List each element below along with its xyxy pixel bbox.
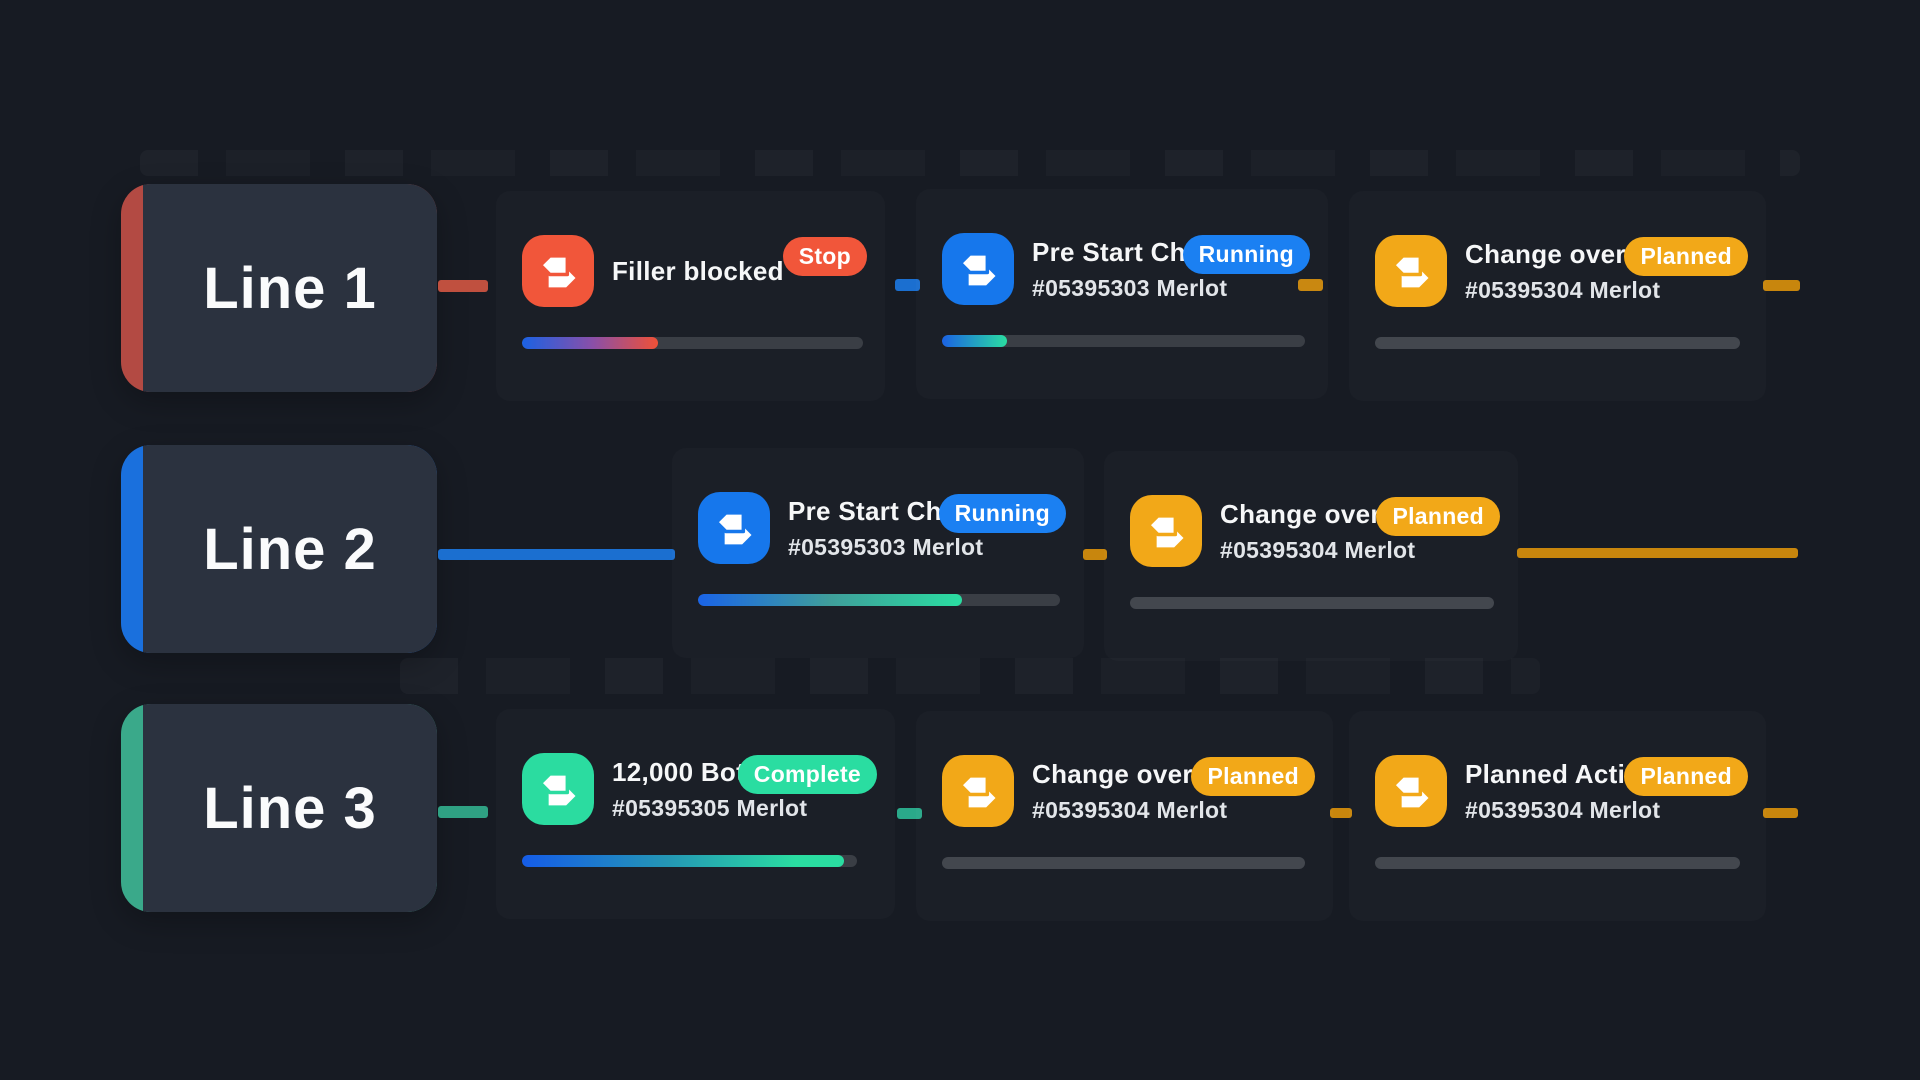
task-header: Pre Start Check #05395303 Merlot Running	[698, 492, 1066, 564]
task-header: Pre Start Check #05395303 Merlot Running	[942, 233, 1310, 305]
tags-icon	[942, 755, 1014, 827]
task-subtitle: #05395305 Merlot	[612, 794, 808, 821]
task-header: Change over #05395304 Merlot Planned	[1375, 235, 1748, 307]
status-badge: Stop	[782, 237, 867, 276]
task-subtitle: #05395303 Merlot	[788, 533, 984, 560]
tags-icon	[522, 753, 594, 825]
status-badge: Planned	[1624, 237, 1748, 276]
progress-bar	[698, 594, 1060, 606]
task-text: Change over #05395304 Merlot	[1032, 755, 1227, 827]
progress-bar	[1375, 337, 1740, 349]
task-title: Filler blocked	[612, 255, 784, 286]
connector-dash	[438, 806, 488, 818]
line-2-card[interactable]: Line 2	[121, 445, 437, 653]
task-text: Filler blocked	[612, 235, 784, 307]
connector-line	[438, 549, 675, 560]
task-header: Change over #05395304 Merlot Planned	[1130, 495, 1500, 567]
connector-line	[1517, 548, 1798, 558]
connector-dash	[1083, 549, 1107, 560]
task-title: Change over	[1220, 498, 1381, 529]
task-text: Change over #05395304 Merlot	[1465, 235, 1660, 307]
line-3-card-body: Line 3	[143, 704, 437, 912]
progress-bar	[1130, 597, 1494, 609]
task-title: Change over	[1032, 758, 1193, 789]
task-12000-bottles[interactable]: 12,000 Bottles #05395305 Merlot Complete	[522, 753, 877, 869]
task-header: Change over #05395304 Merlot Planned	[942, 755, 1315, 827]
task-subtitle: #05395303 Merlot	[1032, 274, 1228, 301]
connector-dash	[438, 280, 488, 292]
task-planned-activity[interactable]: Planned Activity #05395304 Merlot Planne…	[1375, 755, 1748, 871]
line-1-card[interactable]: Line 1	[121, 184, 437, 392]
progress-bar	[942, 335, 1305, 347]
progress-fill	[522, 855, 844, 867]
task-filler-blocked[interactable]: Filler blocked Stop	[522, 235, 867, 351]
progress-bar	[522, 337, 863, 349]
background-texture	[140, 150, 1800, 176]
task-change-over-line3[interactable]: Change over #05395304 Merlot Planned	[942, 755, 1315, 871]
progress-fill	[522, 337, 659, 349]
task-pre-start-check-line1[interactable]: Pre Start Check #05395303 Merlot Running	[942, 233, 1310, 349]
tags-icon	[698, 492, 770, 564]
line-2-label: Line 2	[203, 516, 377, 582]
tags-icon	[1375, 235, 1447, 307]
line-3-label: Line 3	[203, 775, 377, 841]
progress-bar	[942, 857, 1305, 869]
connector-dash	[1298, 279, 1323, 291]
task-subtitle: #05395304 Merlot	[1032, 796, 1228, 823]
task-pre-start-check-line2[interactable]: Pre Start Check #05395303 Merlot Running	[698, 492, 1066, 608]
task-subtitle: #05395304 Merlot	[1220, 536, 1416, 563]
tags-icon	[522, 235, 594, 307]
progress-fill	[698, 594, 963, 606]
background-texture	[400, 658, 1540, 694]
status-badge: Complete	[737, 755, 877, 794]
progress-fill	[942, 335, 1008, 347]
status-badge: Running	[1182, 235, 1310, 274]
tags-icon	[1375, 755, 1447, 827]
task-change-over-line1[interactable]: Change over #05395304 Merlot Planned	[1375, 235, 1748, 351]
progress-bar	[1375, 857, 1740, 869]
status-badge: Planned	[1624, 757, 1748, 796]
status-badge: Planned	[1376, 497, 1500, 536]
status-badge: Running	[938, 494, 1066, 533]
progress-bar	[522, 855, 857, 867]
line-1-card-body: Line 1	[143, 184, 437, 392]
task-text: Change over #05395304 Merlot	[1220, 495, 1415, 567]
connector-dash	[1763, 808, 1798, 818]
connector-dash	[1330, 808, 1352, 818]
tags-icon	[942, 233, 1014, 305]
task-subtitle: #05395304 Merlot	[1465, 796, 1661, 823]
task-change-over-line2[interactable]: Change over #05395304 Merlot Planned	[1130, 495, 1500, 611]
connector-dash	[895, 279, 920, 291]
line-3-card[interactable]: Line 3	[121, 704, 437, 912]
line-2-card-body: Line 2	[143, 445, 437, 653]
task-title: Change over	[1465, 238, 1626, 269]
task-header: Filler blocked Stop	[522, 235, 867, 307]
line-1-label: Line 1	[203, 255, 377, 321]
connector-dash	[1763, 280, 1800, 291]
connector-dash	[897, 808, 922, 819]
task-header: 12,000 Bottles #05395305 Merlot Complete	[522, 753, 877, 825]
task-subtitle: #05395304 Merlot	[1465, 276, 1661, 303]
status-badge: Planned	[1191, 757, 1315, 796]
tags-icon	[1130, 495, 1202, 567]
task-header: Planned Activity #05395304 Merlot Planne…	[1375, 755, 1748, 827]
